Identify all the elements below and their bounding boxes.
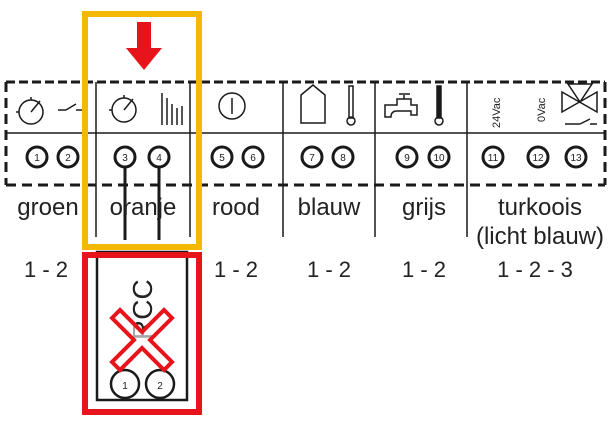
terminal-12: 12 bbox=[532, 153, 544, 164]
terminal-1: 1 bbox=[34, 153, 40, 164]
terminal-7: 7 bbox=[309, 153, 315, 164]
terminal-8: 8 bbox=[340, 153, 346, 164]
terminal-11: 11 bbox=[488, 153, 499, 164]
label-grijs: grijs bbox=[402, 194, 446, 221]
house-icon bbox=[300, 84, 326, 124]
voltage-24-label: 24Vac bbox=[491, 97, 503, 128]
terminal-block bbox=[4, 80, 607, 237]
label-rood: rood bbox=[212, 194, 260, 221]
down-arrow-icon bbox=[126, 22, 162, 70]
bar-graph-icon bbox=[161, 93, 183, 125]
cross-icon bbox=[109, 307, 175, 373]
terminal-13: 13 bbox=[570, 153, 582, 164]
tap-icon bbox=[384, 93, 418, 118]
terminal-10: 10 bbox=[433, 153, 445, 164]
pairs-grijs: 1 - 2 bbox=[402, 257, 446, 282]
pairs-blauw: 1 - 2 bbox=[307, 257, 351, 282]
label-turkoois: turkoois bbox=[498, 194, 582, 221]
power-icon bbox=[218, 92, 246, 120]
clock-icon bbox=[16, 97, 44, 125]
pairs-groen: 1 - 2 bbox=[24, 257, 68, 282]
label-blauw: blauw bbox=[298, 194, 361, 221]
label-licht-blauw: (licht blauw) bbox=[476, 223, 604, 250]
clock-icon bbox=[109, 95, 137, 123]
terminal-5: 5 bbox=[219, 153, 225, 164]
reject-box bbox=[82, 252, 202, 415]
highlight-box bbox=[82, 11, 202, 250]
terminal-6: 6 bbox=[250, 153, 256, 164]
switch-icon bbox=[58, 103, 84, 111]
rcc-terminal-1: 1 bbox=[122, 381, 128, 392]
valve-icon bbox=[561, 83, 598, 125]
rcc-terminal-2: 2 bbox=[157, 381, 163, 392]
terminals bbox=[25, 145, 588, 240]
label-groen: groen bbox=[17, 194, 78, 221]
terminal-2: 2 bbox=[65, 153, 71, 164]
terminal-3: 3 bbox=[122, 153, 128, 164]
label-oranje: oranje bbox=[110, 194, 177, 221]
thermometer-icon bbox=[346, 85, 356, 126]
pairs-turkoois: 1 - 2 - 3 bbox=[497, 257, 573, 282]
terminal-4: 4 bbox=[156, 153, 162, 164]
thermometer-icon bbox=[434, 85, 444, 126]
terminal-9: 9 bbox=[404, 153, 410, 164]
pairs-rood: 1 - 2 bbox=[214, 257, 258, 282]
voltage-0-label: 0Vac bbox=[536, 97, 548, 122]
rcc-module: RCC bbox=[95, 250, 189, 402]
